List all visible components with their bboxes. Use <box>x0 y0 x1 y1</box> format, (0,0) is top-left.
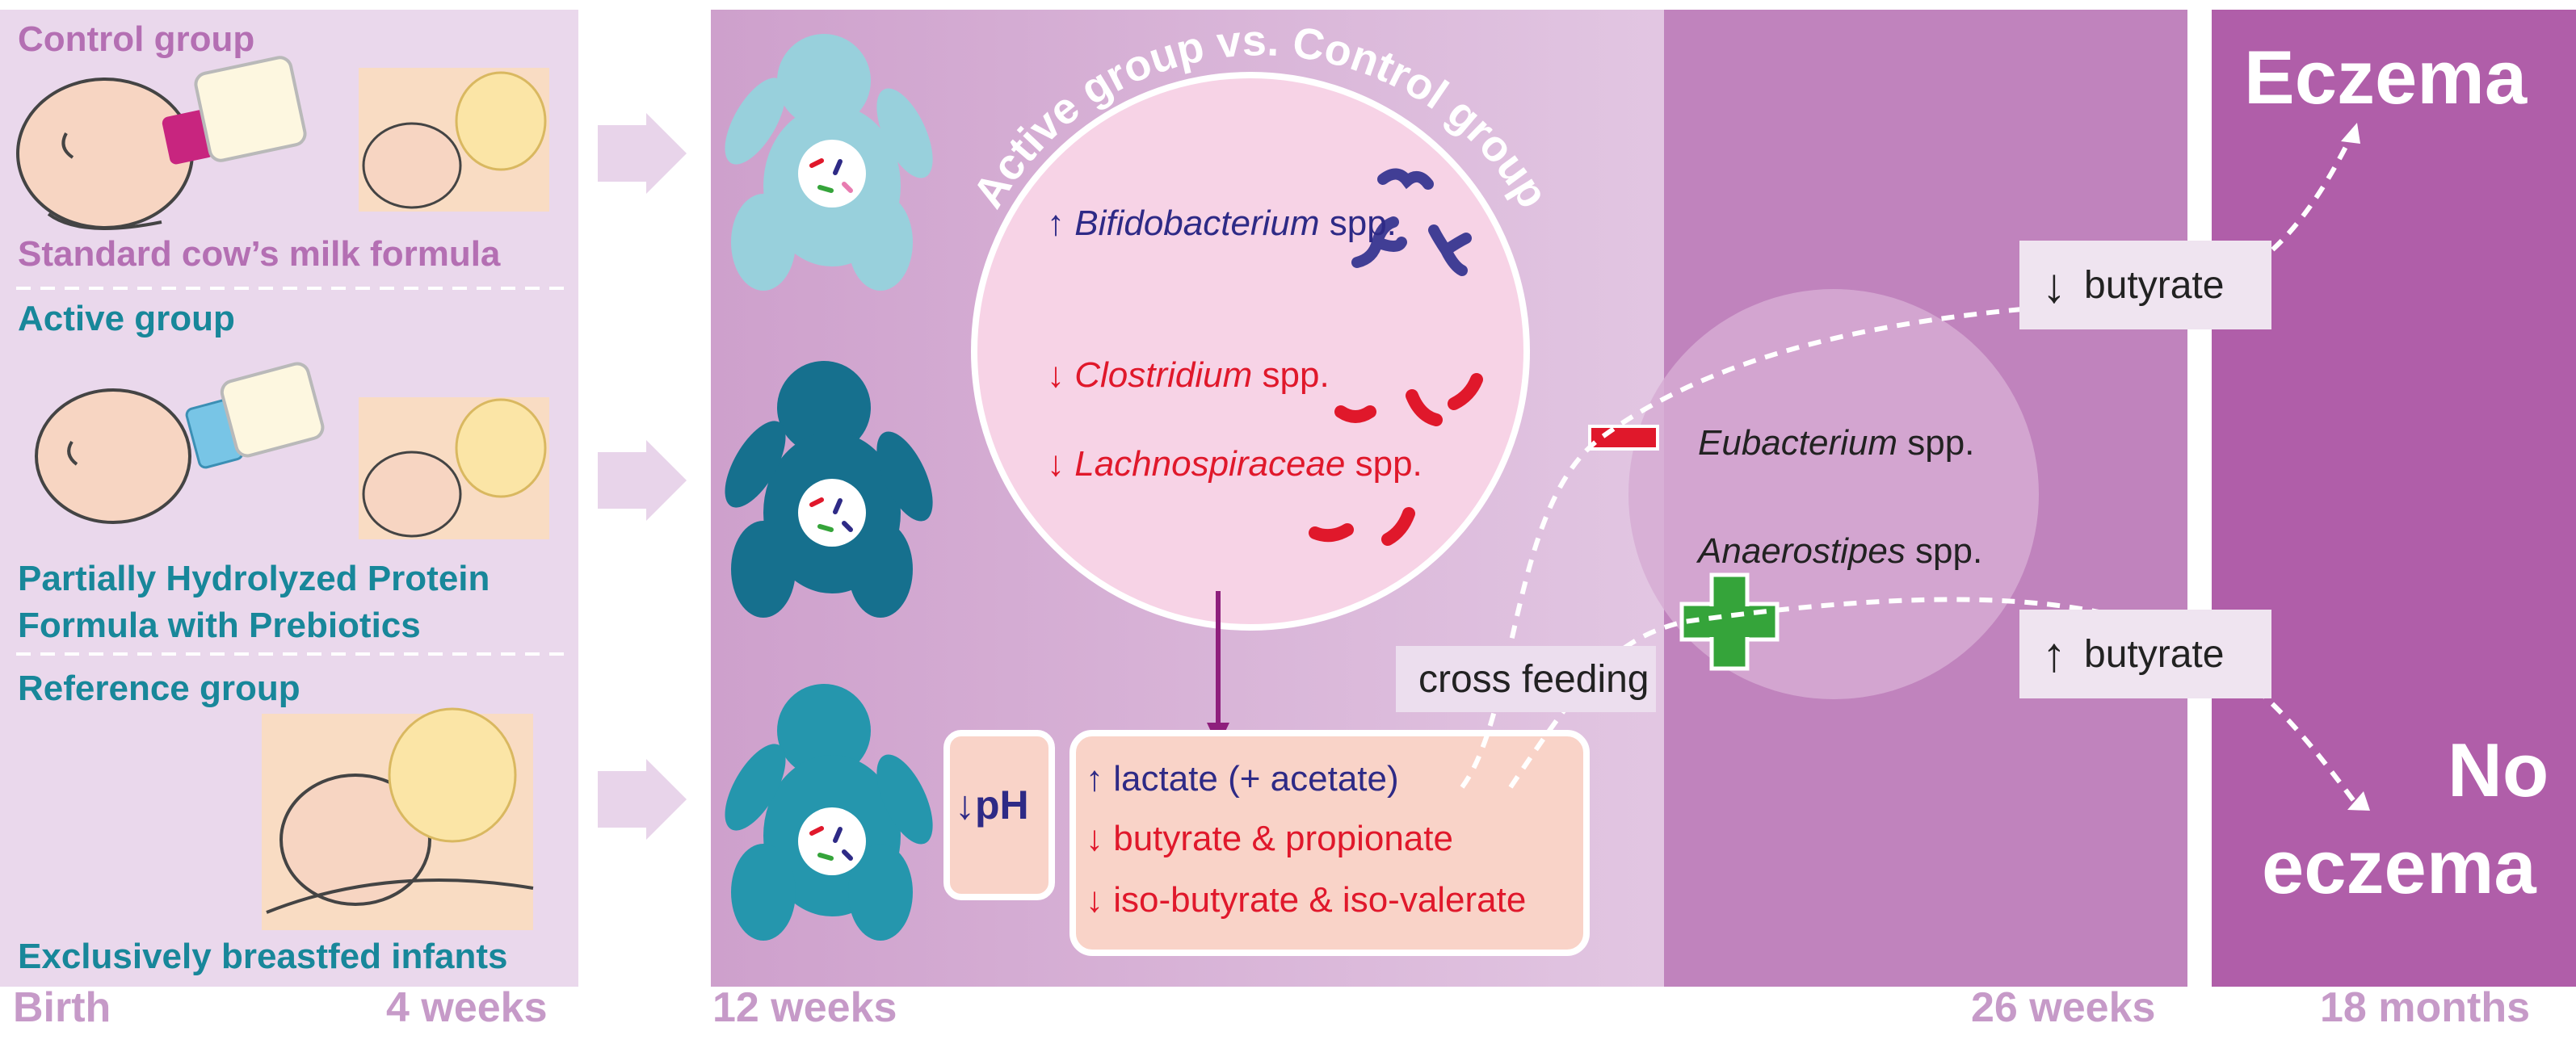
outcome-no-line2: eczema <box>2262 824 2536 909</box>
taxon-suffix: spp. <box>1905 531 1983 571</box>
separator-26w-18m <box>2187 10 2212 987</box>
butyrate-label: butyrate <box>2084 263 2225 307</box>
outcome-no-line1: No <box>2448 727 2549 812</box>
ph-text: pH <box>975 782 1029 828</box>
timeline-birth: Birth <box>13 984 111 1031</box>
down-arrow-icon: ↓ <box>955 782 975 828</box>
taxon-bifidobacterium: ↑ Bifidobacterium spp. <box>1047 203 1397 244</box>
butyrate-decrease-box: ↓ butyrate <box>2019 241 2271 329</box>
metabolite-lactate: ↑ lactate (+ acetate) <box>1086 759 1399 799</box>
active-group-title: Active group <box>18 299 235 338</box>
down-arrow-icon: ↓ <box>1047 444 1065 484</box>
metabolite-label: lactate (+ acetate) <box>1113 759 1399 799</box>
outcome-eczema: Eczema <box>2244 35 2528 119</box>
infant-active-icon <box>725 361 933 618</box>
arrow-reference <box>598 759 687 840</box>
arrow-control <box>598 113 687 194</box>
down-arrow-icon: ↓ <box>1086 819 1103 858</box>
timeline-4-weeks: 4 weeks <box>386 984 548 1031</box>
taxon-suffix: spp. <box>1319 203 1397 243</box>
control-group-subtitle: Standard cow’s milk formula <box>18 234 501 274</box>
reference-group-subtitle: Exclusively breastfed infants <box>18 937 508 976</box>
metabolite-label: butyrate & propionate <box>1113 819 1453 858</box>
arrowhead-eczema <box>2341 123 2360 144</box>
taxon-suffix: spp. <box>1345 444 1422 484</box>
active-group-subtitle-1: Partially Hydrolyzed Protein <box>18 559 490 598</box>
taxon-name: Eubacterium <box>1698 423 1898 463</box>
clostridium-icons <box>1334 373 1483 426</box>
active-group-subtitle-2: Formula with Prebiotics <box>18 606 421 645</box>
panel-18-months <box>2212 10 2576 987</box>
comparison-circle <box>971 72 1530 631</box>
taxon-name: Bifidobacterium <box>1074 203 1320 243</box>
timeline-18-months: 18 months <box>2320 984 2531 1031</box>
timeline-26-weeks: 26 weeks <box>1971 984 2156 1031</box>
cross-feeding-label: cross feeding <box>1418 657 1649 701</box>
down-arrow-icon: ↓ <box>1086 880 1103 920</box>
taxon-name: Anaerostipes <box>1698 531 1906 571</box>
butyrate-increase-box: ↑ butyrate <box>2019 610 2271 698</box>
down-arrow-icon: ↓ <box>2042 258 2066 312</box>
butyrate-label: butyrate <box>2084 632 2225 676</box>
flow-arrows <box>598 113 687 840</box>
bifidobacterium-icons <box>1351 168 1472 276</box>
up-arrow-icon: ↑ <box>1086 759 1103 799</box>
ph-box <box>943 730 1055 900</box>
producer-anaerostipes: Anaerostipes spp. <box>1698 531 1982 572</box>
taxon-suffix: spp. <box>1252 355 1330 395</box>
producer-eubacterium: Eubacterium spp. <box>1698 423 1974 463</box>
lachnospiraceae-icons <box>1309 507 1415 546</box>
metabolite-iso-butyrate: ↓ iso-butyrate & iso-valerate <box>1086 880 1526 920</box>
infant-control-icon <box>725 34 933 291</box>
arrowhead-no-eczema <box>2347 791 2370 811</box>
metabolite-butyrate-propionate: ↓ butyrate & propionate <box>1086 819 1453 859</box>
breastfeeding-baby-control-icon <box>362 71 547 209</box>
up-arrow-icon: ↑ <box>1047 203 1065 243</box>
timeline-12-weeks: 12 weeks <box>712 984 897 1031</box>
cross-feeding-box: cross feeding <box>1396 646 1656 712</box>
down-arrow-icon: ↓ <box>1047 355 1065 395</box>
minus-icon <box>1588 425 1659 451</box>
up-arrow-icon: ↑ <box>2042 627 2066 681</box>
breastfeeding-baby-active-icon <box>362 398 547 538</box>
metabolites-box <box>1069 730 1590 956</box>
control-group-title: Control group <box>18 19 255 59</box>
breastfeeding-baby-reference-icon <box>266 707 534 914</box>
gut-microbiota-icons <box>809 158 853 861</box>
taxon-suffix: spp. <box>1897 423 1975 463</box>
bottle-fed-baby-active-icon <box>35 362 325 524</box>
taxon-name: Lachnospiraceae <box>1074 444 1346 484</box>
metabolite-label: iso-butyrate & iso-valerate <box>1113 880 1527 920</box>
arrow-active <box>598 440 687 521</box>
taxon-clostridium: ↓ Clostridium spp. <box>1047 355 1330 396</box>
taxon-lachnospiraceae: ↓ Lachnospiraceae spp. <box>1047 444 1422 484</box>
reference-group-title: Reference group <box>18 669 300 708</box>
taxon-name: Clostridium <box>1074 355 1253 395</box>
path-to-eczema <box>1460 296 2198 789</box>
ph-label: ↓pH <box>955 782 1029 828</box>
bottle-fed-baby-control-icon <box>16 56 307 230</box>
